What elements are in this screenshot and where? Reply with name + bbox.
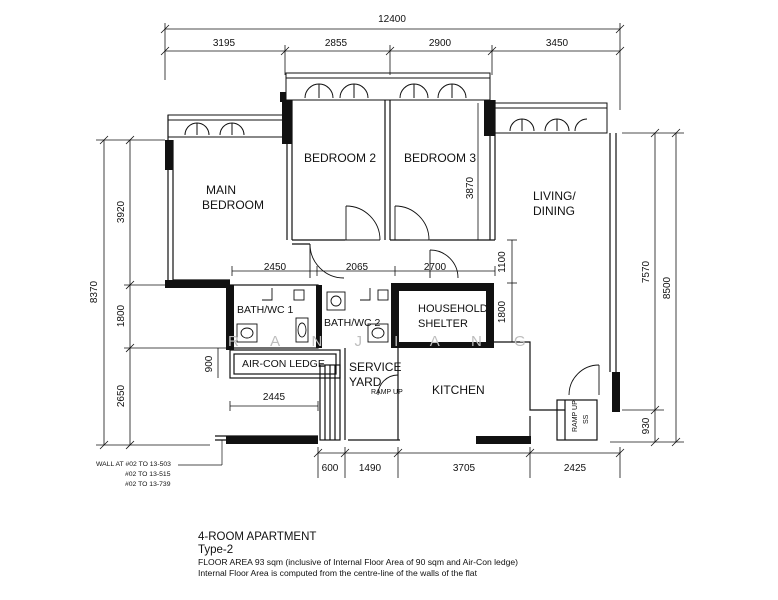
room-service-yard-line2: YARD (349, 375, 382, 389)
watermark: R A N J I A N G (228, 333, 540, 350)
dimension-lines (96, 23, 684, 478)
room-main-bedroom-line1: MAIN (206, 183, 236, 197)
dim-left-3: 2650 (116, 384, 127, 407)
room-living-line2: DINING (533, 204, 575, 218)
room-service-yard-line1: SERVICE (349, 360, 401, 374)
dim-left-1: 3920 (116, 200, 127, 223)
dim-top-2: 2855 (325, 38, 348, 49)
dim-right-bottom: 930 (641, 417, 652, 434)
dim-top-4: 3450 (546, 38, 569, 49)
wall-note: WALL AT #02 TO 13-503 #02 TO 13-515 #02 … (96, 460, 171, 490)
dim-left-total: 8370 (89, 280, 100, 303)
bathroom-fixtures (236, 288, 389, 343)
dim-overall-top: 12400 (378, 14, 406, 25)
room-bedroom-2: BEDROOM 2 (304, 151, 376, 165)
dim-1100: 1100 (497, 251, 508, 273)
room-bedroom-3: BEDROOM 3 (404, 151, 476, 165)
room-household-shelter-line2: SHELTER (418, 318, 468, 330)
room-main-bedroom-line2: BEDROOM (202, 198, 264, 212)
room-living-line1: LIVING/ (533, 189, 576, 203)
dim-top-3: 2900 (429, 38, 452, 49)
dim-2445: 2445 (263, 392, 286, 403)
dim-top-1: 3195 (213, 38, 236, 49)
ramp-up-label: RAMP UP (371, 389, 403, 396)
ramp-up-label-right: RAMP UP (572, 400, 579, 432)
dim-right-outer: 8500 (662, 276, 673, 299)
dim-1800-inner: 1800 (497, 300, 508, 323)
ramp-right-ss: SS (583, 414, 590, 424)
dim-2450: 2450 (264, 262, 287, 273)
dim-left-2: 1800 (116, 304, 127, 327)
plan-caption: 4-ROOM APARTMENT Type-2 FLOOR AREA 93 sq… (198, 531, 518, 579)
room-household-shelter-line1: HOUSEHOLD (418, 303, 488, 315)
dim-900: 900 (204, 355, 215, 372)
dim-bottom-2: 1490 (359, 463, 382, 474)
dim-2065: 2065 (346, 262, 369, 273)
caption-type: Type-2 (198, 544, 234, 556)
dim-3870: 3870 (465, 176, 476, 199)
caption-floor-area: FLOOR AREA 93 sqm (inclusive of Internal… (198, 557, 519, 567)
room-bath-wc-2: BATH/WC 2 (324, 317, 381, 329)
dim-bottom-4: 2425 (564, 463, 587, 474)
dim-right-inner: 7570 (641, 260, 652, 283)
room-air-con-ledge: AIR-CON LEDGE (242, 358, 325, 370)
dim-bottom-3: 3705 (453, 463, 476, 474)
room-kitchen: KITCHEN (432, 383, 485, 397)
dim-2700: 2700 (424, 262, 447, 273)
caption-title: 4-ROOM APARTMENT (198, 531, 317, 543)
caption-note: Internal Floor Area is computed from the… (198, 568, 477, 578)
windows (167, 72, 608, 138)
dim-bottom-1: 600 (322, 463, 339, 474)
room-bath-wc-1: BATH/WC 1 (237, 304, 294, 316)
structural-walls (165, 92, 620, 444)
wall-note-line-2: #02 TO 13-515 (125, 471, 171, 478)
wall-note-line-1: WALL AT #02 TO 13-503 (96, 461, 171, 468)
door-swings (309, 205, 600, 396)
wall-note-leader (178, 440, 223, 466)
wall-note-line-3: #02 TO 13-739 (125, 481, 171, 488)
